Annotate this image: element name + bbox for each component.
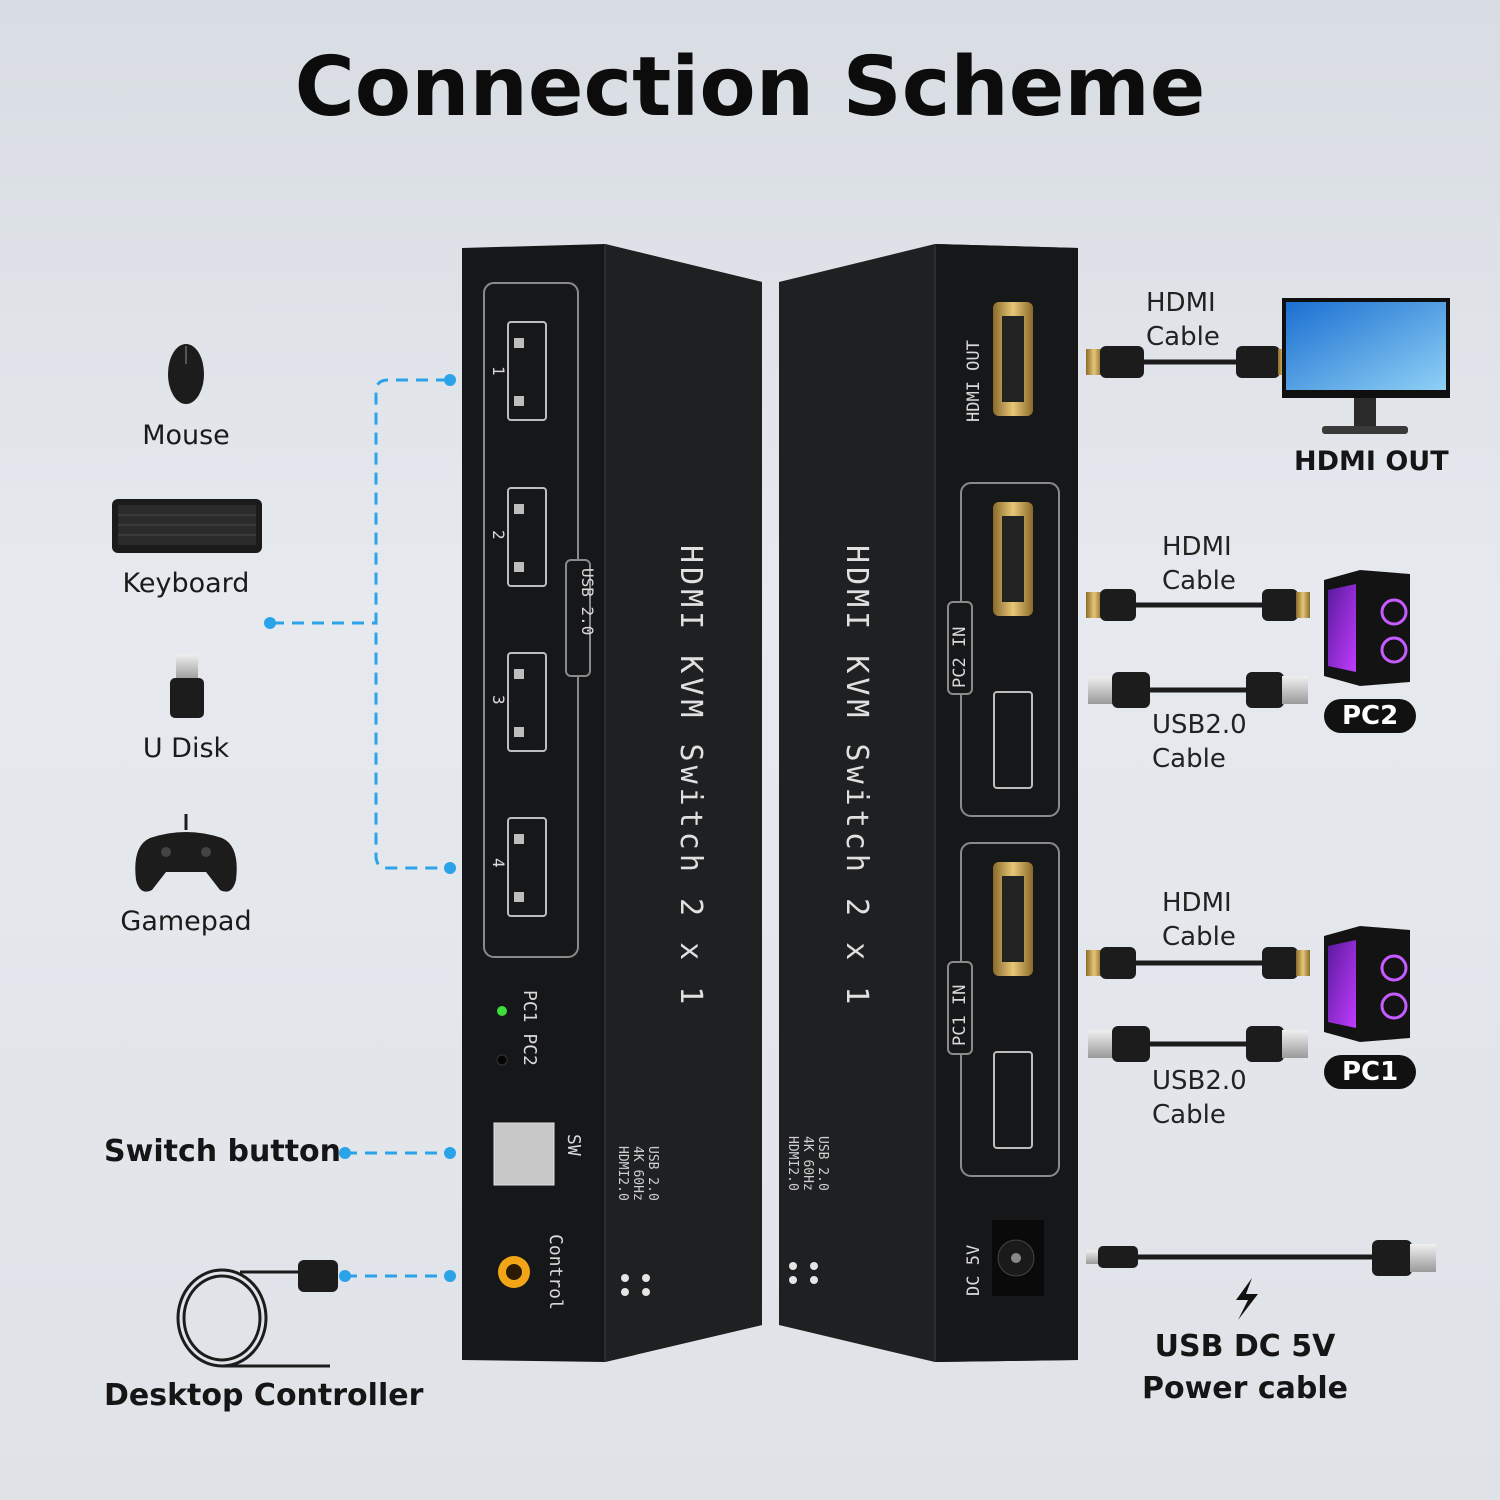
hdmi-cable-label-pc2: HDMI Cable (1162, 530, 1236, 598)
udisk-icon (170, 654, 204, 718)
led-pc1 (497, 1006, 507, 1016)
caption-line: Cable (1152, 1100, 1226, 1130)
caption-line: HDMI (1162, 532, 1232, 562)
lightning-icon (1236, 1278, 1258, 1320)
usb-ports (507, 321, 547, 917)
gamepad-icon (135, 814, 237, 892)
spec-line: USB 2.0 (815, 1136, 830, 1191)
pc1-in-label: PC1 IN (950, 984, 970, 1046)
hdmi-cable-label-pc1: HDMI Cable (1162, 886, 1236, 954)
caption-line: HDMI (1162, 888, 1232, 918)
pc1-badge: PC1 (1324, 1055, 1417, 1089)
port-label-3: 3 (489, 695, 508, 705)
product-name-right: HDMI KVM Switch 2 x 1 (839, 545, 874, 1009)
spec-line: USB 2.0 (645, 1146, 660, 1201)
usb-cable-pc1 (1088, 1026, 1308, 1062)
spec-line: HDMI2.0 (785, 1136, 800, 1191)
label-udisk: U Disk (142, 733, 230, 764)
kvm-unit-right (779, 244, 1078, 1362)
specs-right: USB 2.0 4K 60Hz HDMI2.0 (785, 1136, 830, 1191)
usb-cable-label-pc2: USB2.0 Cable (1152, 708, 1247, 776)
product-name-left: HDMI KVM Switch 2 x 1 (673, 545, 708, 1009)
label-keyboard: Keyboard (122, 568, 250, 599)
caption-line: Cable (1162, 922, 1236, 952)
pc2-badge: PC2 (1324, 699, 1417, 733)
mouse-icon (168, 344, 204, 404)
pc2-tower-icon (1324, 570, 1410, 686)
caption-line: USB2.0 (1152, 1066, 1247, 1096)
port-label-4: 4 (489, 858, 508, 868)
usb-cable-pc2 (1088, 672, 1308, 708)
led-labels: PC1 PC2 (519, 990, 540, 1066)
power-cable (1086, 1240, 1436, 1276)
page-title: Connection Scheme (294, 40, 1206, 135)
caption-line: USB DC 5V (1154, 1329, 1336, 1364)
hdmi-out-port-label: HDMI OUT (964, 340, 984, 422)
pc1-tower-icon (1324, 926, 1410, 1042)
spec-line: HDMI2.0 (615, 1146, 630, 1201)
desktop-controller-icon (176, 1268, 330, 1368)
hdmi-cable-top (1086, 346, 1290, 378)
label-mouse: Mouse (142, 420, 230, 451)
usb-cable-label-pc1: USB2.0 Cable (1152, 1064, 1247, 1132)
usb-label: USB 2.0 (578, 568, 597, 636)
monitor-icon (1282, 298, 1450, 434)
port-label-2: 2 (489, 530, 508, 540)
hdmi-cable-pc1 (1086, 947, 1310, 979)
sw-label: SW (563, 1134, 584, 1156)
connector-dots (264, 374, 456, 1282)
caption-line: Cable (1152, 744, 1226, 774)
caption-line: Cable (1162, 566, 1236, 596)
switch-button-shape (493, 1122, 555, 1186)
caption-line: Power cable (1141, 1371, 1349, 1406)
spec-line: 4K 60Hz (630, 1146, 645, 1201)
keyboard-icon (112, 499, 262, 553)
port-label-1: 1 (489, 366, 508, 376)
label-switch-button: Switch button (104, 1134, 342, 1169)
label-desktop-controller: Desktop Controller (104, 1378, 424, 1413)
caption-line: HDMI (1146, 288, 1216, 318)
caption-line: USB2.0 (1152, 710, 1247, 740)
hdmi-cable-label-top: HDMI Cable (1146, 286, 1220, 354)
control-label: Control (545, 1234, 566, 1310)
hdmi-cable-pc2 (1086, 589, 1310, 621)
caption-line: Cable (1146, 322, 1220, 352)
hdmi-out-label: HDMI OUT (1294, 446, 1449, 477)
label-gamepad: Gamepad (120, 906, 252, 937)
spec-line: 4K 60Hz (800, 1136, 815, 1191)
specs-left: USB 2.0 4K 60Hz HDMI2.0 (615, 1146, 660, 1201)
power-cable-label: USB DC 5V Power cable (1140, 1326, 1350, 1410)
kvm-unit-left (462, 244, 762, 1362)
usb-bracket-line (272, 378, 450, 1278)
pc2-in-label: PC2 IN (950, 626, 970, 688)
dc-label: DC 5V (964, 1244, 984, 1296)
